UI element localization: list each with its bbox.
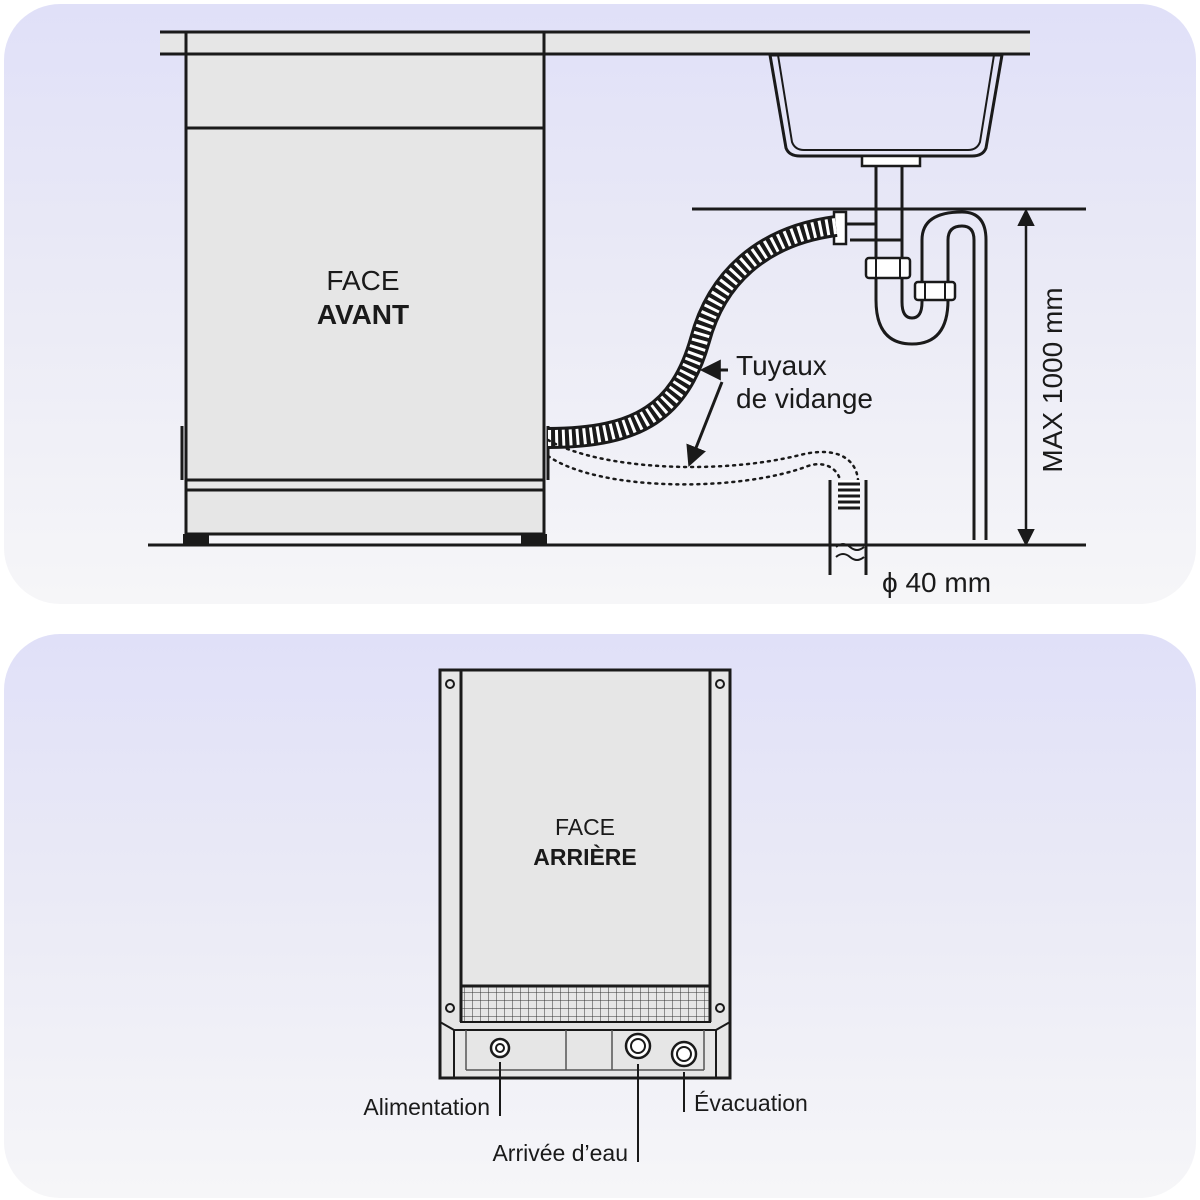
foot-left [183, 534, 209, 544]
countertop [160, 30, 1030, 56]
screw-hole-icon [445, 1003, 455, 1013]
hose-label-line1: Tuyaux [736, 350, 827, 381]
water-inlet-connector [624, 1032, 652, 1162]
screw-hole-icon [715, 1003, 725, 1013]
hose-label-line2: de vidange [736, 383, 873, 414]
dishwasher-front [180, 52, 550, 544]
front-title-line2: AVANT [317, 299, 409, 330]
sink [768, 53, 1004, 214]
water-inlet-label: Arrivée d’eau [492, 1140, 628, 1166]
hose-label-arrows [686, 359, 728, 467]
standpipe [828, 480, 868, 575]
siphon-trap [832, 210, 988, 540]
drain-label: Évacuation [694, 1090, 808, 1116]
diameter-label: ϕ 40 mm [882, 567, 991, 598]
screw-hole-icon [445, 679, 455, 689]
rear-title-line1: FACE [555, 814, 615, 840]
height-label: MAX 1000 mm [1037, 287, 1068, 472]
dishwasher-rear [438, 668, 732, 1080]
alternate-drain-hose [546, 438, 860, 486]
screw-hole-icon [715, 679, 725, 689]
power-label: Alimentation [363, 1094, 490, 1120]
foot-right [521, 534, 547, 544]
front-title-line1: FACE [326, 265, 399, 296]
power-connector [489, 1037, 511, 1116]
rear-title-line2: ARRIÈRE [533, 843, 637, 870]
drain-connector [670, 1040, 698, 1112]
drain-hose [547, 215, 838, 449]
